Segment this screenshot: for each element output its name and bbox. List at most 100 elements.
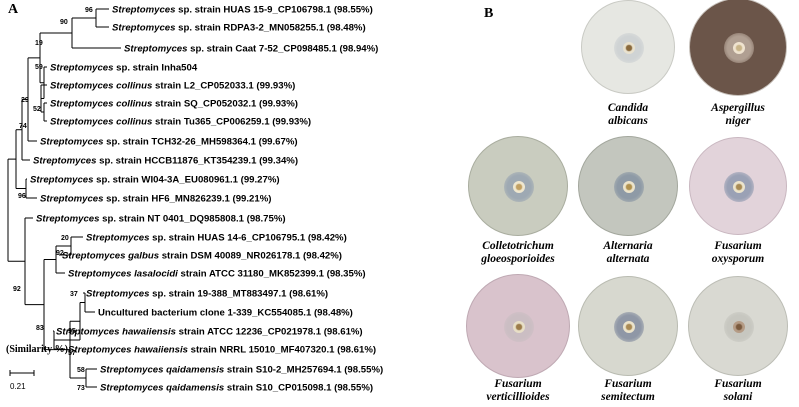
leaf-genus: Streptomyces collinus — [50, 99, 152, 110]
colony — [733, 42, 745, 54]
scale-bar — [9, 370, 35, 376]
leaf-genus: Streptomyces qaidamensis — [100, 383, 224, 394]
bootstrap-value: 74 — [19, 123, 27, 130]
colony — [623, 321, 635, 333]
colony — [513, 181, 525, 193]
leaf-strain: sp. strain HF6_MN826239.1 (99.21%) — [103, 194, 271, 205]
plate-caption-line1: Candida — [607, 102, 649, 114]
leaf-strain: strain SQ_CP052032.1 (99.93%) — [152, 99, 298, 110]
plate-caption-line2: solani — [723, 391, 753, 403]
panel-a-letter: A — [8, 2, 19, 17]
leaf-strain: strain ATCC 12236_CP021978.1 (98.61%) — [176, 327, 363, 338]
plate-caption-line2: verticillioides — [486, 391, 550, 403]
similarity-label: (Similarity %) — [6, 344, 68, 355]
leaf-label: Streptomyces sp. strain NT 0401_DQ985808… — [36, 214, 286, 225]
plate-caption-line1: Alternaria — [603, 240, 653, 252]
leaf-strain: sp. strain Caat 7-52_CP098485.1 (98.94%) — [187, 44, 378, 55]
plate-caption-line1: Fusarium — [714, 240, 762, 252]
colony — [733, 181, 745, 193]
plate-caption-line1: Aspergillus — [711, 102, 765, 114]
leaf-genus: Streptomyces — [86, 289, 149, 300]
bootstrap-value: 92 — [56, 250, 64, 257]
leaf-strain: sp. strain 19-388_MT883497.1 (98.61%) — [149, 289, 328, 300]
leaf-label: Streptomyces collinus strain SQ_CP052032… — [50, 99, 298, 110]
leaf-genus: Streptomyces lasalocidi — [68, 269, 178, 280]
bootstrap-value: 57 — [68, 350, 76, 357]
leaf-genus: Streptomyces hawaiiensis — [68, 345, 188, 356]
leaf-strain: strain L2_CP052033.1 (99.93%) — [152, 81, 295, 92]
leaf-genus: Streptomyces — [50, 63, 113, 74]
leaf-strain: sp. strain HCCB11876_KT354239.1 (99.34%) — [96, 156, 298, 167]
leaf-label: Streptomyces sp. strain 19-388_MT883497.… — [86, 289, 328, 300]
leaf-strain: sp. strain TCH32-26_MH598364.1 (99.67%) — [103, 137, 297, 148]
plate-caption-line1: Fusarium — [494, 378, 542, 390]
bootstrap-value: 37 — [70, 291, 78, 298]
leaf-strain: strain S10_CP015098.1 (98.55%) — [224, 383, 373, 394]
plate-caption-line2: semitectum — [601, 391, 655, 403]
plate-caption-line1: Fusarium — [714, 378, 762, 390]
leaf-genus: Streptomyces — [112, 5, 175, 16]
bootstrap-value: 90 — [60, 19, 68, 26]
leaf-strain: sp. strain HUAS 15-9_CP106798.1 (98.55%) — [175, 5, 372, 16]
culture-plate — [689, 0, 787, 96]
leaf-strain: sp. strain Inha504 — [113, 63, 197, 74]
leaf-label: Streptomyces galbus strain DSM 40089_NR0… — [62, 251, 342, 262]
leaf-strain: sp. strain RDPA3-2_MN058255.1 (98.48%) — [175, 23, 365, 34]
culture-plate — [688, 276, 788, 376]
leaf-genus: Streptomyces — [124, 44, 187, 55]
leaf-genus: Streptomyces — [40, 137, 103, 148]
leaf-genus: Streptomyces — [30, 175, 93, 186]
bootstrap-value: 58 — [77, 367, 85, 374]
colony — [623, 42, 635, 54]
colony — [623, 181, 635, 193]
bootstrap-value: 96 — [85, 7, 93, 14]
leaf-strain: sp. strain WI04-3A_EU080961.1 (99.27%) — [93, 175, 279, 186]
bootstrap-value: 83 — [36, 325, 44, 332]
bootstrap-value: 73 — [77, 385, 85, 392]
leaf-strain: Uncultured bacterium clone 1-339_KC55408… — [98, 308, 353, 319]
leaf-label: Streptomyces sp. strain HUAS 15-9_CP1067… — [112, 5, 373, 16]
leaf-label: Streptomyces sp. strain HUAS 14-6_CP1067… — [86, 233, 347, 244]
leaf-label: Streptomyces qaidamensis strain S10_CP01… — [100, 383, 373, 394]
leaf-label: Streptomyces sp. strain Caat 7-52_CP0984… — [124, 44, 378, 55]
bootstrap-value: 95 — [68, 328, 76, 335]
plate-caption-line2: gloeosporioides — [481, 253, 555, 265]
culture-plate — [689, 137, 787, 235]
bootstrap-value: 96 — [18, 193, 26, 200]
scale-bar-label: 0.21 — [10, 382, 26, 391]
leaf-strain: strain NRRL 15010_MF407320.1 (98.61%) — [188, 345, 376, 356]
leaf-genus: Streptomyces — [112, 23, 175, 34]
colony — [733, 321, 745, 333]
leaf-genus: Streptomyces — [86, 233, 149, 244]
leaf-strain: strain ATCC 31180_MK852399.1 (98.35%) — [178, 269, 366, 280]
leaf-label: Streptomyces collinus strain Tu365_CP006… — [50, 117, 311, 128]
leaf-label: Streptomyces sp. strain HF6_MN826239.1 (… — [40, 194, 271, 205]
plate-caption-line1: Colletotrichum — [482, 240, 554, 252]
leaf-label: Uncultured bacterium clone 1-339_KC55408… — [98, 308, 353, 319]
leaf-genus: Streptomyces — [36, 214, 99, 225]
leaf-genus: Streptomyces qaidamensis — [100, 365, 224, 376]
leaf-label: Streptomyces sp. strain TCH32-26_MH59836… — [40, 137, 298, 148]
bootstrap-value: 52 — [33, 106, 41, 113]
bootstrap-value: 20 — [61, 235, 69, 242]
leaf-label: Streptomyces lasalocidi strain ATCC 3118… — [68, 269, 366, 280]
leaf-genus: Streptomyces — [33, 156, 96, 167]
panel-b-letter: B — [484, 6, 494, 21]
leaf-strain: strain Tu365_CP006259.1 (99.93%) — [152, 117, 311, 128]
leaf-strain: strain S10-2_MH257694.1 (98.55%) — [224, 365, 383, 376]
leaf-label: Streptomyces sp. strain Inha504 — [50, 63, 198, 74]
leaf-label: Streptomyces sp. strain WI04-3A_EU080961… — [30, 175, 280, 186]
plate-caption-line2: oxysporum — [711, 253, 765, 265]
phylogenetic-tree: Streptomyces sp. strain HUAS 15-9_CP1067… — [7, 5, 383, 394]
leaf-strain: sp. strain HUAS 14-6_CP106795.1 (98.42%) — [149, 233, 346, 244]
leaf-genus: Streptomyces hawaiiensis — [56, 327, 176, 338]
plate-caption-line2: alternata — [606, 253, 650, 265]
leaf-label: Streptomyces sp. strain HCCB11876_KT3542… — [33, 156, 298, 167]
culture-plate — [468, 136, 568, 236]
